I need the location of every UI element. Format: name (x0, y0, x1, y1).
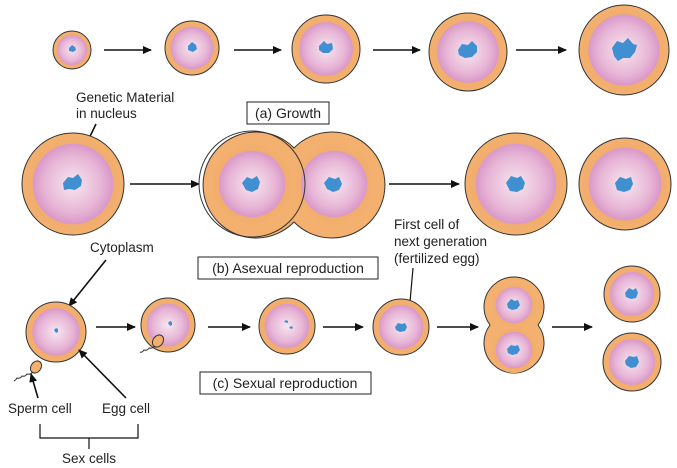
growth-label-box: (a) Growth (247, 102, 329, 124)
sexual-label: (c) Sexual reproduction (213, 375, 358, 391)
sperm-cell-label: Sperm cell (8, 401, 72, 416)
first-cell-label-line1: First cell of (394, 217, 460, 232)
egg-cell-label: Egg cell (102, 401, 150, 416)
offspring-cell-1 (604, 266, 660, 322)
asexual-dividing-cell (199, 131, 385, 238)
first-cell-label-line3: (fertilized egg) (394, 251, 480, 266)
asexual-label: (b) Asexual reproduction (212, 260, 364, 276)
asexual-label-box: (b) Asexual reproduction (198, 257, 378, 279)
two-cell-stage (484, 277, 544, 373)
asexual-parent-cell (22, 133, 124, 235)
first-cell-pointer (410, 268, 413, 302)
egg-pointer (79, 350, 126, 398)
first-cell-label-line2: next generation (394, 234, 487, 249)
fusion-cell (259, 298, 315, 354)
growth-row (53, 5, 669, 95)
sperm-pointer (31, 374, 38, 398)
growth-cell-2 (165, 21, 219, 75)
first-cell-callout: First cell of next generation (fertilize… (394, 217, 487, 302)
sperm-tail-icon (14, 372, 33, 381)
fertilization-cell (140, 298, 195, 352)
cytoplasm-label: Cytoplasm (90, 240, 154, 255)
egg-cell (26, 302, 86, 362)
growth-cell-1 (53, 31, 91, 69)
genetic-material-label-line2: in nucleus (76, 106, 137, 121)
asexual-daughter-cell-1 (465, 133, 567, 235)
growth-cell-4 (429, 13, 507, 91)
asexual-daughter-cell-2 (579, 138, 671, 230)
asexual-row (22, 131, 671, 238)
growth-cell-5 (579, 5, 669, 95)
cytoplasm-pointer (69, 260, 106, 306)
sex-cells-bracket (40, 424, 138, 438)
growth-cell-3 (292, 15, 360, 83)
genetic-material-label-line1: Genetic Material (76, 90, 174, 105)
sex-cells-label: Sex cells (62, 451, 116, 466)
cytoplasm-callout: Cytoplasm (69, 240, 154, 306)
zygote-cell (373, 299, 429, 355)
sexual-label-box: (c) Sexual reproduction (200, 372, 371, 394)
sex-cell-callouts: Sperm cell Egg cell Sex cells (8, 350, 150, 466)
offspring-cell-2 (603, 333, 661, 391)
sperm-cell (14, 359, 44, 381)
growth-label: (a) Growth (255, 105, 321, 121)
